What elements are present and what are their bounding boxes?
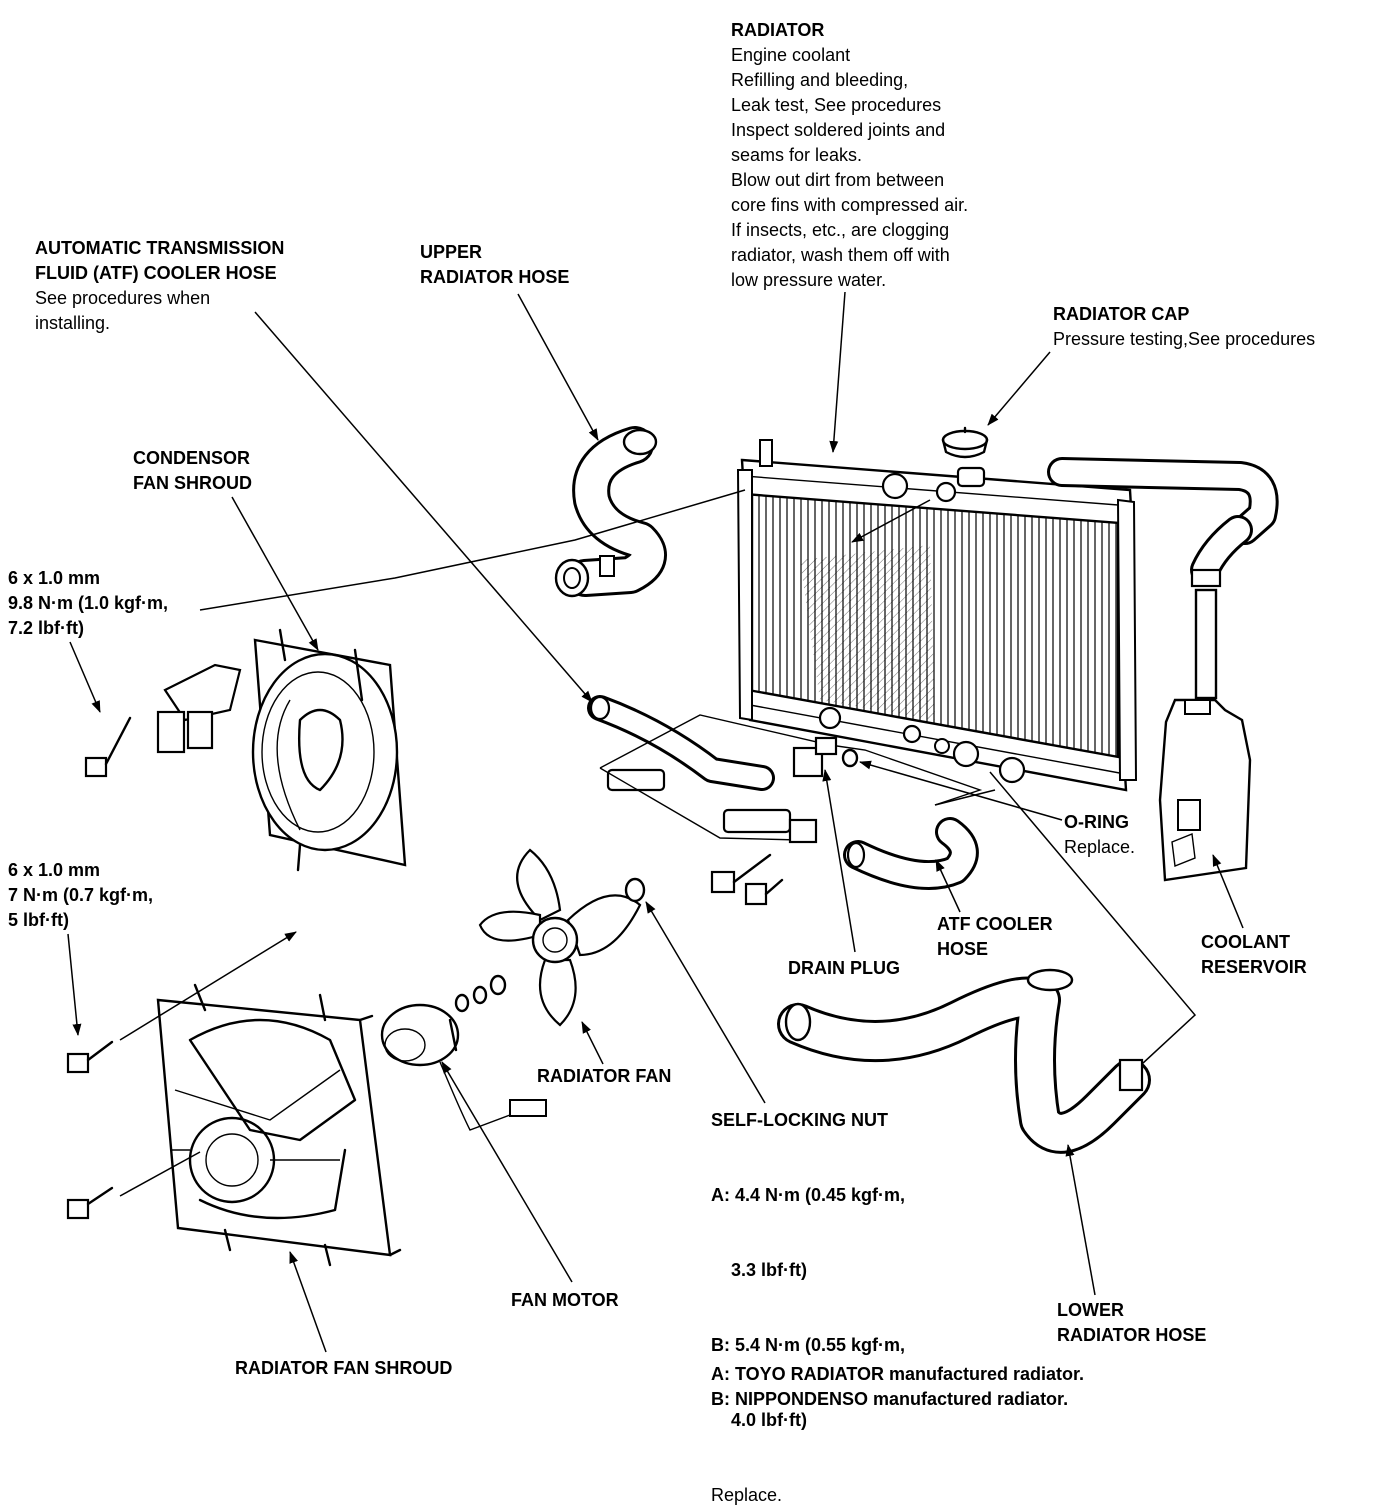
- label-lower-hose-line: RADIATOR HOSE: [1057, 1325, 1207, 1345]
- label-atf-title-line: FLUID (ATF) COOLER HOSE: [35, 263, 277, 283]
- leader-lines: [67, 291, 1244, 1353]
- lower-radiator-hose: [777, 968, 1151, 1154]
- label-radiator-line: Refilling and bleeding,: [731, 70, 909, 90]
- atf-cooler-hose-upper: [587, 695, 983, 841]
- label-coolant-line: RESERVOIR: [1201, 957, 1307, 977]
- label-nut-line: Replace.: [711, 1485, 783, 1505]
- label-atf-cooler-hose: ATF COOLER HOSE: [937, 912, 1053, 962]
- label-bolt-upper-line: 9.8 N·m (1.0 kgf·m,: [8, 593, 169, 613]
- label-bolt-lower-line: 6 x 1.0 mm: [8, 860, 101, 880]
- washers: [454, 974, 507, 1013]
- label-nut-title: SELF-LOCKING NUT: [711, 1110, 888, 1130]
- label-radiator-line: core fins with compressed air.: [731, 195, 969, 215]
- label-atf-cooler-hose-top: AUTOMATIC TRANSMISSION FLUID (ATF) COOLE…: [35, 236, 284, 336]
- label-bolt-lower-line: 5 lbf·ft): [8, 910, 69, 930]
- label-atf-line: See procedures when: [35, 288, 211, 308]
- label-coolant-reservoir: COOLANT RESERVOIR: [1201, 930, 1307, 980]
- label-condensor-line: FAN SHROUD: [133, 473, 253, 493]
- o-ring: [841, 748, 859, 768]
- radiator-fan-shroud: [156, 983, 402, 1267]
- bolt-upper: [84, 716, 132, 778]
- label-bolt-lower-line: 7 N·m (0.7 kgf·m,: [8, 885, 154, 905]
- label-atf-cooler-line: HOSE: [937, 939, 989, 959]
- label-condensor-line: CONDENSOR: [133, 448, 251, 468]
- label-o-ring-line: Replace.: [1064, 837, 1136, 857]
- label-radiator-line: Blow out dirt from between: [731, 170, 945, 190]
- label-radiator-fan-shroud-title: RADIATOR FAN SHROUD: [235, 1358, 453, 1378]
- label-radiator-line: Leak test, See procedures: [731, 95, 942, 115]
- label-coolant-line: COOLANT: [1201, 932, 1290, 952]
- label-radiator-line: If insects, etc., are clogging: [731, 220, 950, 240]
- label-o-ring: O-RING Replace.: [1064, 810, 1135, 860]
- label-bolt-lower: 6 x 1.0 mm 7 N·m (0.7 kgf·m, 5 lbf·ft): [8, 858, 153, 933]
- label-radiator-cap: RADIATOR CAP Pressure testing,See proced…: [1053, 302, 1315, 352]
- atf-bolts: [710, 853, 784, 906]
- label-upper-radiator-hose: UPPER RADIATOR HOSE: [420, 240, 569, 290]
- exploded-view-diagram: [66, 291, 1279, 1353]
- condensor-fan-shroud: [156, 628, 407, 872]
- radiator-fan: [478, 848, 646, 1027]
- label-nut-line: B: 5.4 N·m (0.55 kgf·m,: [711, 1335, 906, 1355]
- label-upper-hose-line: RADIATOR HOSE: [420, 267, 570, 287]
- footnotes: A: TOYO RADIATOR manufactured radiator. …: [711, 1362, 1084, 1412]
- label-radiator-line: radiator, wash them off with: [731, 245, 950, 265]
- label-radiator-cap-title: RADIATOR CAP: [1053, 304, 1190, 324]
- label-atf-title-line: AUTOMATIC TRANSMISSION: [35, 238, 285, 258]
- label-drain-plug-title: DRAIN PLUG: [788, 958, 900, 978]
- label-radiator-line: seams for leaks.: [731, 145, 863, 165]
- atf-cooler-hose: [843, 817, 979, 890]
- upper-radiator-hose: [554, 426, 667, 598]
- label-radiator-line: Inspect soldered joints and: [731, 120, 946, 140]
- radiator: [736, 439, 1138, 792]
- label-radiator-title: RADIATOR: [731, 20, 825, 40]
- fan-motor: [380, 1003, 547, 1131]
- label-lower-radiator-hose: LOWER RADIATOR HOSE: [1057, 1298, 1206, 1348]
- label-radiator-line: Engine coolant: [731, 45, 851, 65]
- label-condensor-fan-shroud: CONDENSOR FAN SHROUD: [133, 446, 252, 496]
- radiator-cap: [941, 426, 989, 459]
- label-self-locking-nut: SELF-LOCKING NUT A: 4.4 N·m (0.45 kgf·m,…: [711, 1108, 905, 1508]
- label-bolt-upper-line: 7.2 lbf·ft): [8, 618, 84, 638]
- footnote: A: TOYO RADIATOR manufactured radiator.: [711, 1364, 1085, 1384]
- bolt-lower: [66, 1040, 114, 1220]
- label-drain-plug: DRAIN PLUG: [788, 956, 900, 981]
- drain-plug: [788, 736, 838, 844]
- label-o-ring-title: O-RING: [1064, 812, 1129, 832]
- label-radiator-fan-title: RADIATOR FAN: [537, 1066, 672, 1086]
- label-nut-line: 3.3 lbf·ft): [711, 1260, 807, 1280]
- label-fan-motor-title: FAN MOTOR: [511, 1290, 619, 1310]
- label-bolt-upper-line: 6 x 1.0 mm: [8, 568, 101, 588]
- label-radiator: RADIATOR Engine coolant Refilling and bl…: [731, 18, 968, 293]
- label-radiator-line: low pressure water.: [731, 270, 887, 290]
- label-lower-hose-line: LOWER: [1057, 1300, 1124, 1320]
- footnote: B: NIPPONDENSO manufactured radiator.: [711, 1389, 1069, 1409]
- label-radiator-fan: RADIATOR FAN: [537, 1064, 671, 1089]
- label-bolt-upper: 6 x 1.0 mm 9.8 N·m (1.0 kgf·m, 7.2 lbf·f…: [8, 566, 168, 641]
- label-radiator-fan-shroud: RADIATOR FAN SHROUD: [235, 1356, 452, 1381]
- label-fan-motor: FAN MOTOR: [511, 1288, 619, 1313]
- label-upper-hose-line: UPPER: [420, 242, 483, 262]
- label-atf-line: installing.: [35, 313, 111, 333]
- label-nut-line: A: 4.4 N·m (0.45 kgf·m,: [711, 1185, 906, 1205]
- coolant-reservoir: [1047, 457, 1279, 882]
- label-radiator-cap-line: Pressure testing,See procedures: [1053, 329, 1316, 349]
- label-atf-cooler-line: ATF COOLER: [937, 914, 1053, 934]
